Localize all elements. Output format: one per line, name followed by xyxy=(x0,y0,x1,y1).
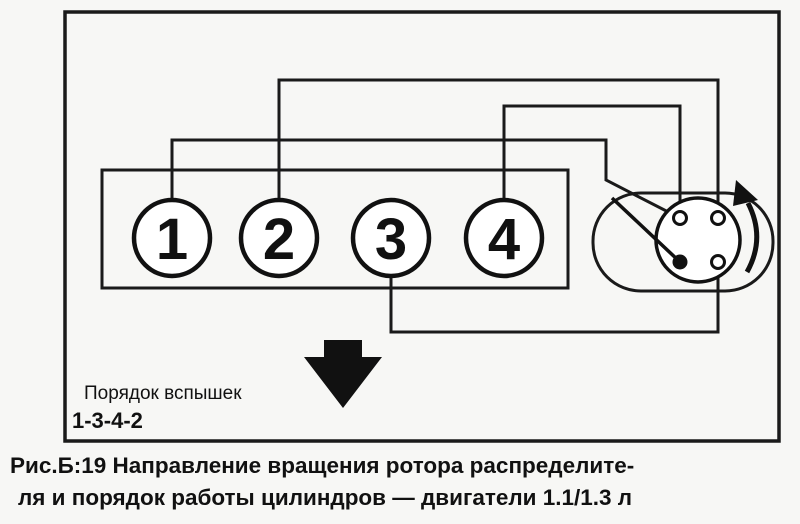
wire-cylinder-1 xyxy=(170,138,681,220)
caption-line-1: Рис.Б:19 Направление вращения ротора рас… xyxy=(10,453,635,478)
rotation-arrow-icon xyxy=(733,180,760,274)
down-arrow-icon xyxy=(304,340,382,408)
firing-order-sequence: 1-3-4-2 xyxy=(72,408,143,433)
cylinder-3-number: 3 xyxy=(375,207,407,272)
distributor-cap xyxy=(610,196,742,284)
wire-cylinder-4 xyxy=(502,104,682,218)
cylinder-2: 2 xyxy=(238,197,320,279)
cylinder-4-number: 4 xyxy=(488,207,520,272)
firing-order-label: Порядок вспышек xyxy=(84,383,242,404)
cylinder-3: 3 xyxy=(350,197,432,279)
diagram-frame xyxy=(63,10,781,443)
engine-block xyxy=(100,168,570,290)
caption-line-2: ля и порядок работы цилиндров — двигател… xyxy=(18,485,633,510)
terminal-top-right xyxy=(710,210,726,226)
wire-cylinder-2 xyxy=(277,78,720,218)
rotor-arm xyxy=(610,196,682,264)
figure-caption: Рис.Б:19 Направление вращения ротора рас… xyxy=(10,450,795,514)
terminal-top-left xyxy=(672,210,688,226)
terminal-bottom-right xyxy=(710,254,726,270)
rotor-tip xyxy=(672,254,688,270)
cylinder-1: 1 xyxy=(131,197,213,279)
cylinder-4: 4 xyxy=(463,197,545,279)
wire-cylinder-3 xyxy=(389,262,720,334)
cylinder-2-number: 2 xyxy=(263,207,295,272)
cylinder-1-number: 1 xyxy=(156,207,188,272)
distributor-body xyxy=(591,191,775,293)
